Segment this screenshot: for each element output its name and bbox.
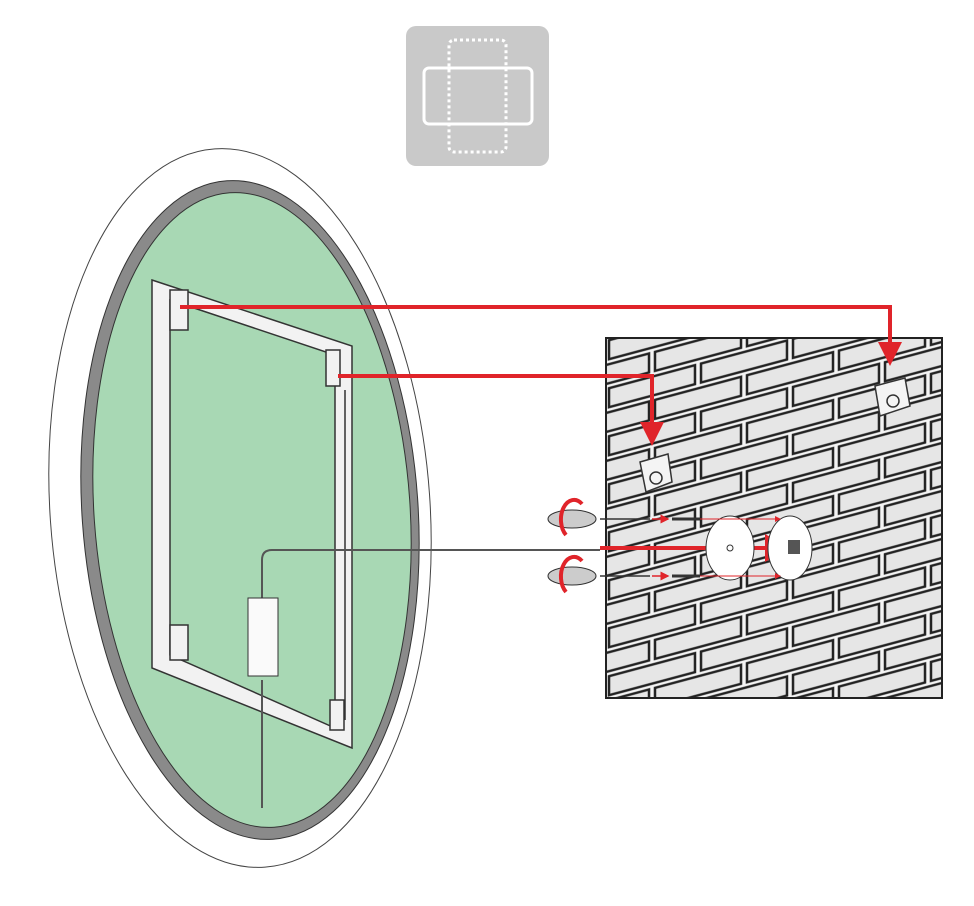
power-cable [261, 549, 600, 808]
rotate-arrow-icon [558, 497, 584, 537]
screws [600, 514, 781, 581]
mounting-frame [151, 278, 353, 750]
power-box [247, 597, 279, 677]
wall-bracket [639, 377, 911, 494]
orientation-icon [406, 26, 549, 166]
screwdriver [547, 497, 597, 594]
rotate-arrow-icon [558, 554, 584, 594]
